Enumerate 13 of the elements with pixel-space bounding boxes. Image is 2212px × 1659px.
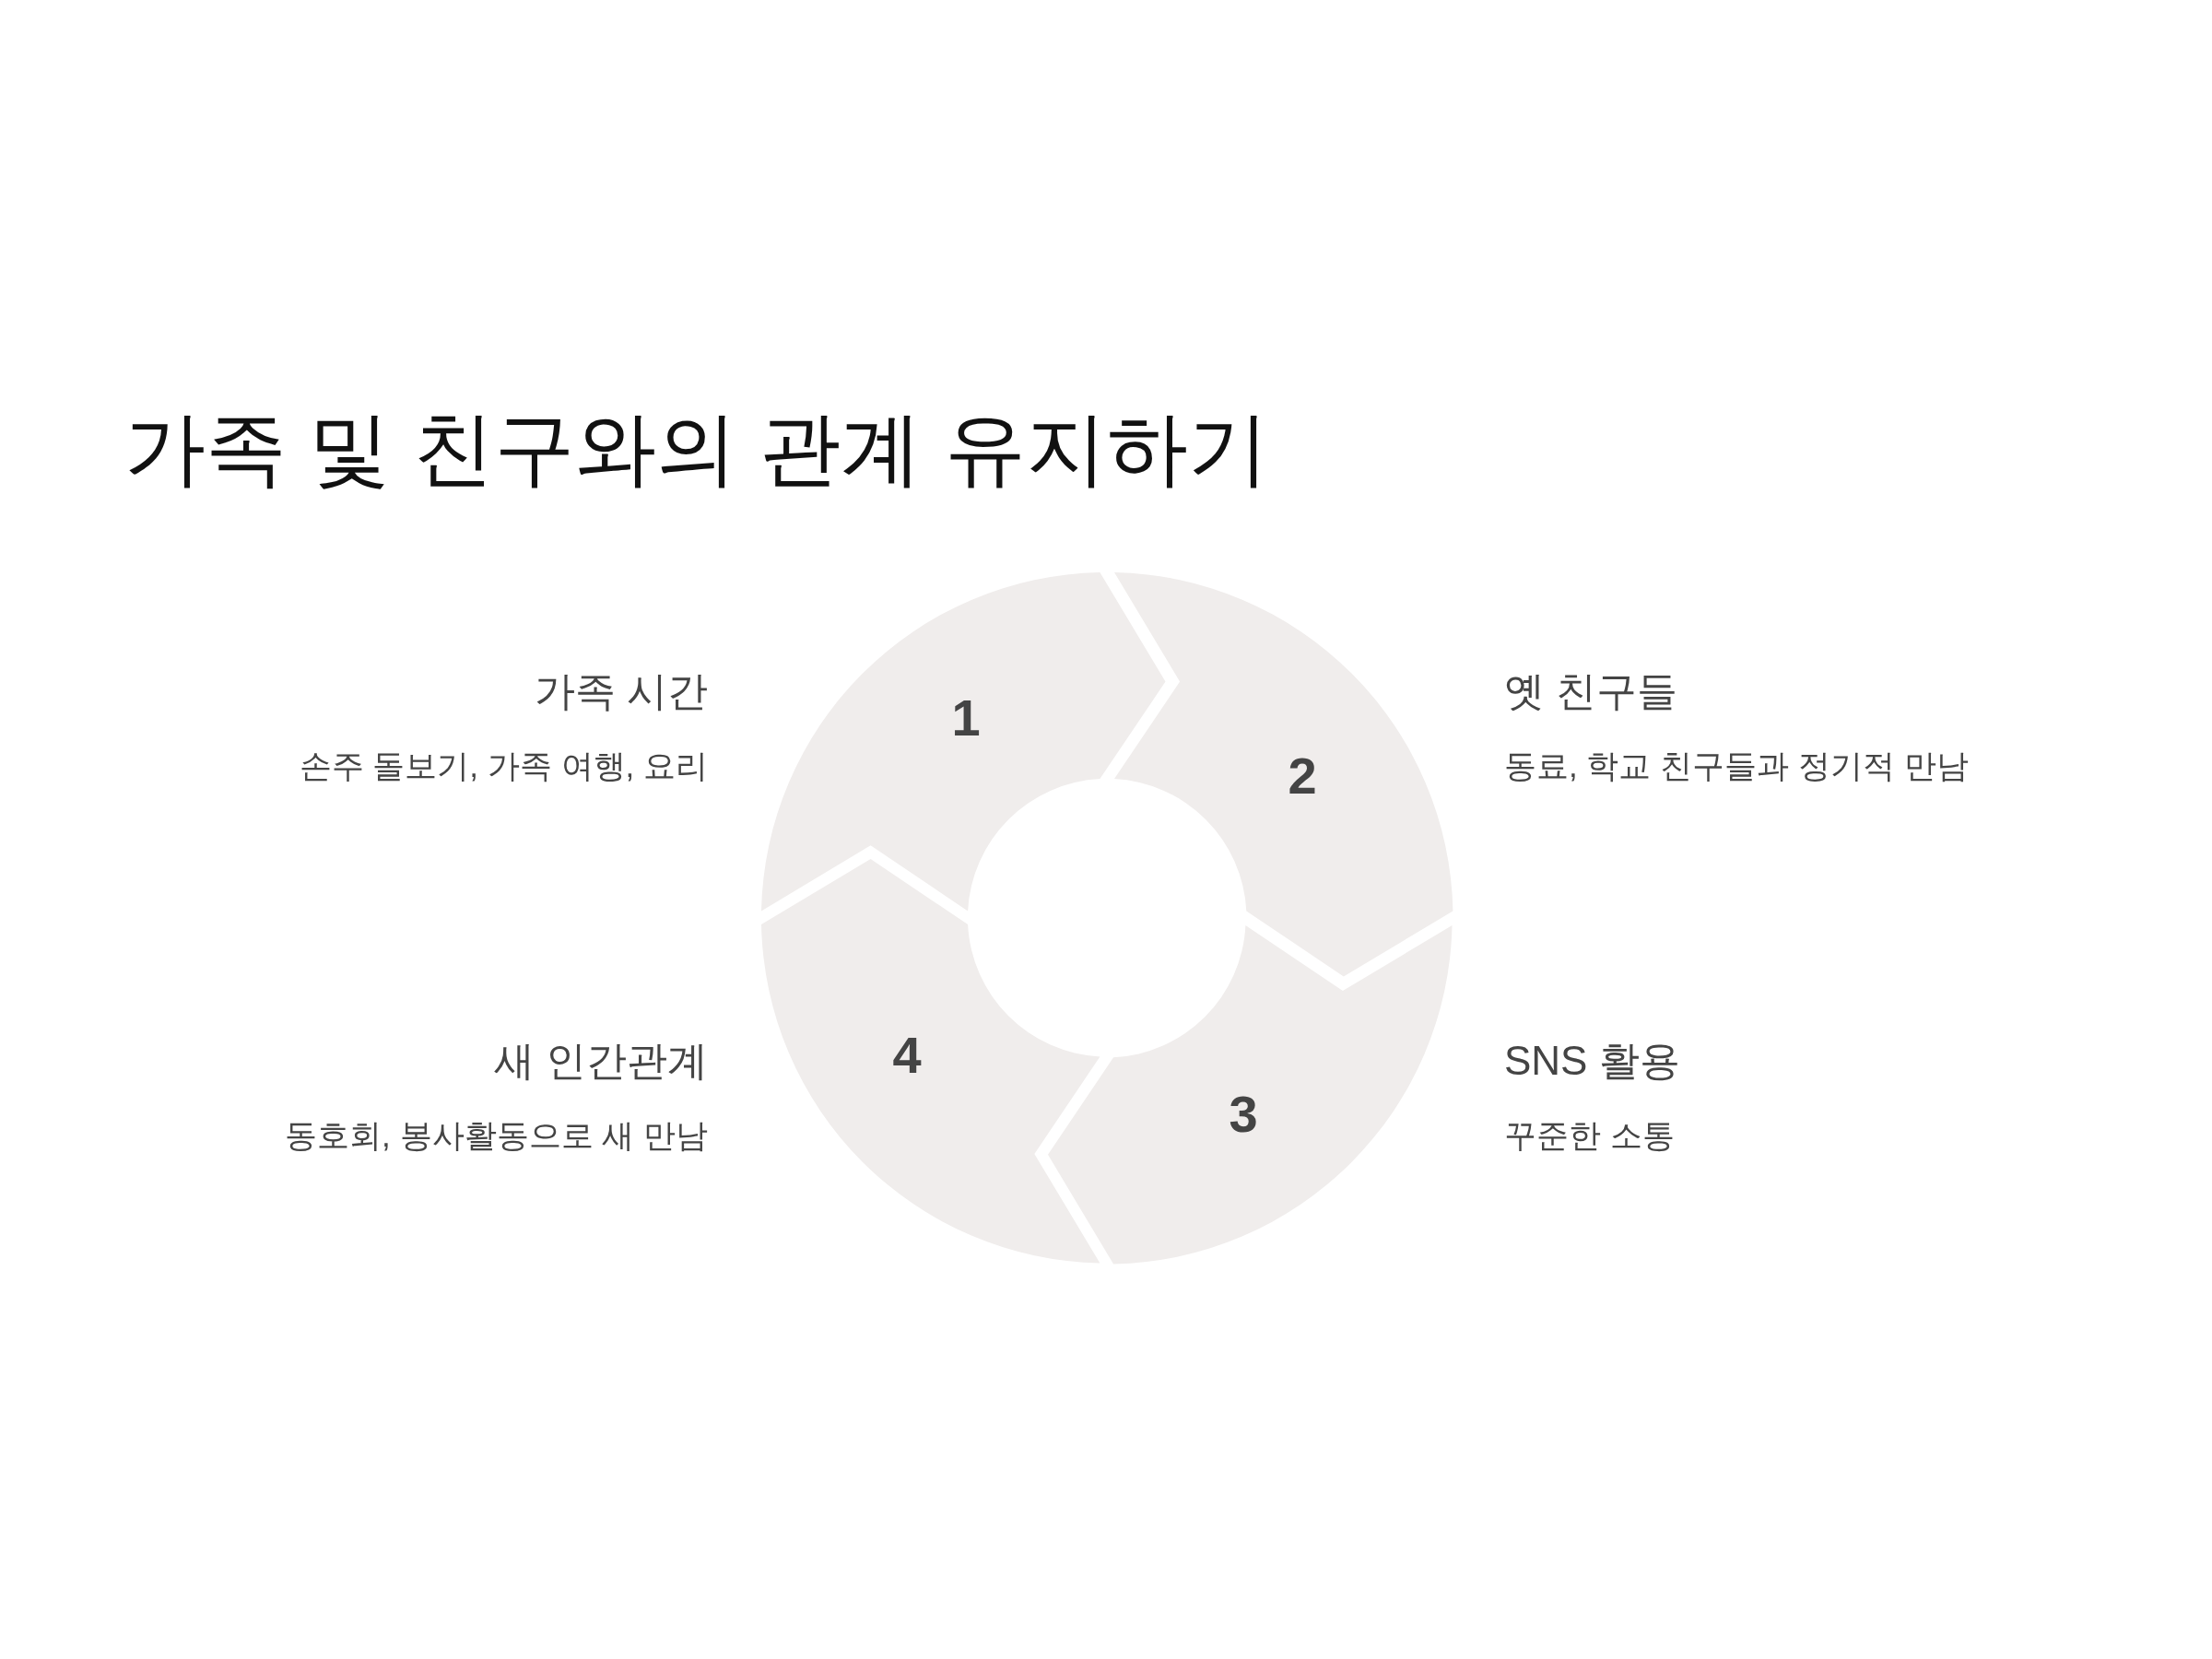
item-heading: 가족 시간 [534, 667, 708, 715]
step-number: 2 [1288, 748, 1317, 804]
item-description: 꾸준한 소통 [1504, 1116, 1675, 1155]
step-number: 3 [1229, 1087, 1258, 1142]
item-heading: 새 인간관계 [493, 1037, 708, 1085]
item-description: 손주 돌보기, 가족 여행, 요리 [299, 747, 708, 785]
item-description: 동호회, 봉사활동으로 새 만남 [285, 1116, 708, 1155]
step-number: 1 [951, 690, 981, 746]
diagram-title: 가족 및 친구와의 관계 유지하기 [124, 402, 1269, 496]
item-heading: SNS 활용 [1504, 1037, 1680, 1085]
step-number: 4 [892, 1028, 922, 1083]
item-heading: 옛 친구들 [1504, 667, 1678, 715]
item-description: 동료, 학교 친구들과 정기적 만남 [1504, 747, 1969, 785]
